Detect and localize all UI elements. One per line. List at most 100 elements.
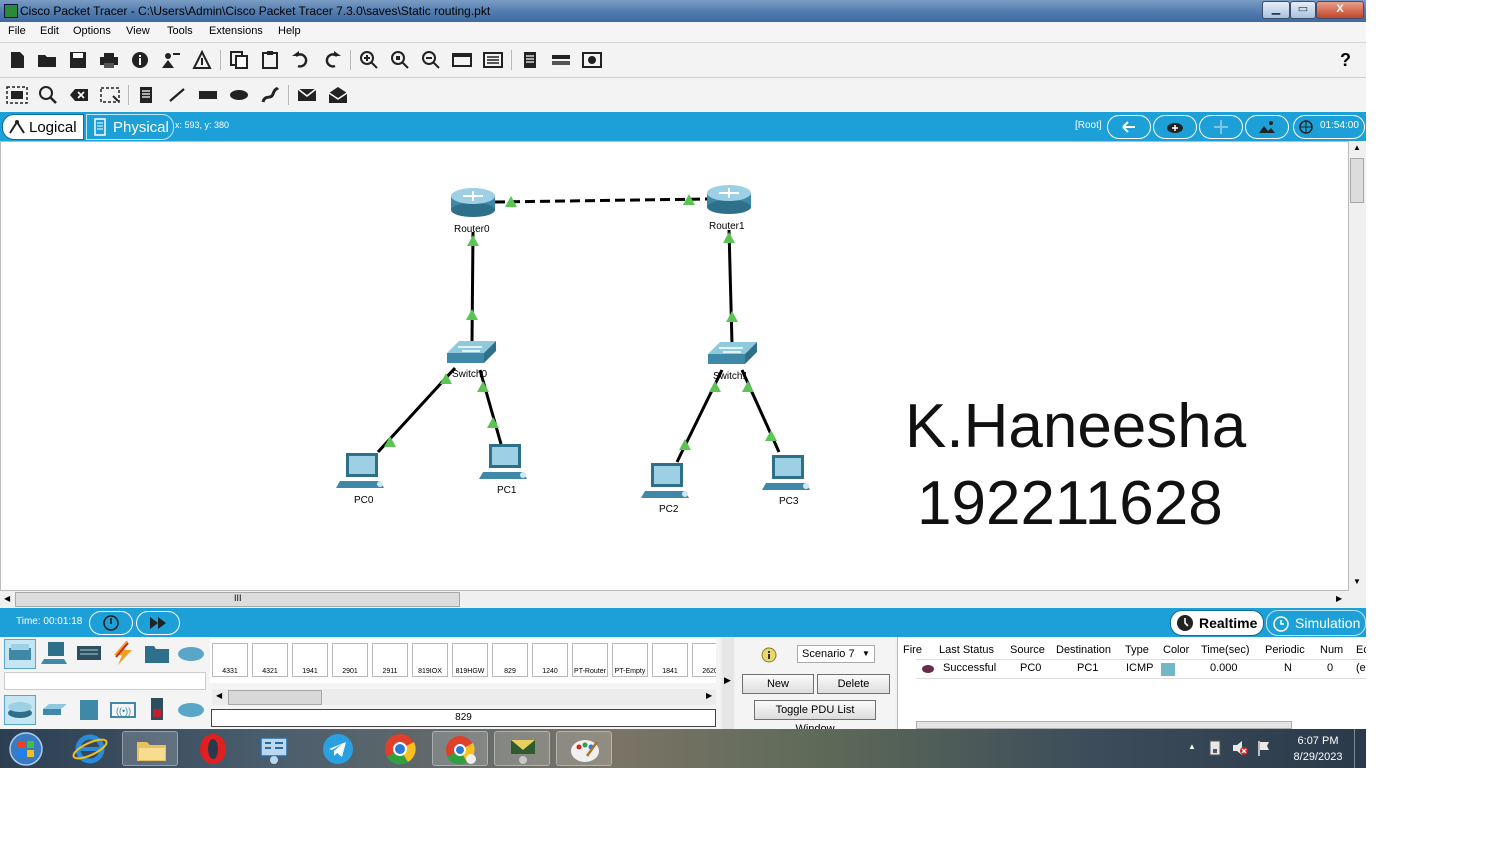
power-cycle-button[interactable] bbox=[89, 611, 133, 635]
column-header[interactable]: Time(sec) bbox=[1201, 644, 1250, 656]
model-pt-router[interactable]: PT-Router bbox=[572, 643, 608, 677]
show-hidden-icons-icon[interactable]: ▲ bbox=[1188, 742, 1196, 751]
network-devices-category[interactable] bbox=[4, 639, 36, 669]
security-subcategory[interactable] bbox=[142, 695, 174, 725]
save-icon[interactable] bbox=[67, 50, 89, 70]
column-header[interactable]: Fire bbox=[903, 644, 922, 656]
router-router-link[interactable] bbox=[494, 197, 709, 204]
close-button[interactable]: X bbox=[1316, 1, 1364, 19]
fire-pdu-icon[interactable] bbox=[921, 664, 935, 674]
show-desktop-button[interactable] bbox=[1354, 729, 1366, 768]
scroll-up-arrow-icon[interactable]: ▲ bbox=[1353, 143, 1361, 152]
routers-subcategory[interactable] bbox=[4, 695, 36, 725]
draw-ellipse-icon[interactable] bbox=[228, 85, 250, 105]
components-category[interactable] bbox=[74, 639, 106, 669]
model-scroll-left-icon[interactable]: ◀ bbox=[216, 691, 223, 700]
scenario-info-icon[interactable] bbox=[761, 647, 777, 663]
zoom-out-icon[interactable] bbox=[420, 50, 442, 70]
model-819iox[interactable]: 819IOX bbox=[412, 643, 448, 677]
taskbar-ie[interactable] bbox=[62, 731, 118, 766]
minimize-button[interactable]: ▁ bbox=[1262, 1, 1290, 19]
model-scroll-right-icon[interactable]: ▶ bbox=[706, 691, 713, 700]
freeform-icon[interactable] bbox=[259, 85, 281, 105]
menu-view[interactable]: View bbox=[126, 25, 150, 37]
taskbar-control-panel[interactable] bbox=[247, 731, 303, 766]
pc-icon[interactable] bbox=[641, 463, 689, 498]
column-header[interactable]: Destination bbox=[1056, 644, 1112, 656]
menu-extensions[interactable]: Extensions bbox=[209, 25, 263, 37]
menu-tools[interactable]: Tools bbox=[167, 25, 193, 37]
copy-icon[interactable] bbox=[228, 50, 250, 70]
column-header[interactable]: Ed bbox=[1356, 644, 1366, 656]
drawing-palette-icon[interactable] bbox=[451, 50, 473, 70]
router-icon[interactable] bbox=[707, 185, 751, 214]
device-list-icon[interactable] bbox=[550, 50, 572, 70]
miscellaneous-category[interactable] bbox=[142, 639, 174, 669]
model-pt-empty[interactable]: PT-Empty bbox=[612, 643, 648, 677]
back-button[interactable] bbox=[1107, 115, 1151, 139]
model-4321[interactable]: 4321 bbox=[252, 643, 288, 677]
simple-pdu-icon[interactable] bbox=[296, 85, 318, 105]
wan-emulation-subcategory[interactable] bbox=[176, 695, 208, 725]
redo-icon[interactable] bbox=[321, 50, 343, 70]
column-header[interactable]: Last Status bbox=[939, 644, 995, 656]
draw-rectangle-icon[interactable] bbox=[197, 85, 219, 105]
usb-device-icon[interactable] bbox=[1207, 739, 1223, 757]
set-background-button[interactable] bbox=[1245, 115, 1289, 139]
model-2901[interactable]: 2901 bbox=[332, 643, 368, 677]
column-header[interactable]: Source bbox=[1010, 644, 1045, 656]
column-header[interactable]: Color bbox=[1163, 644, 1190, 656]
taskbar-explorer[interactable] bbox=[122, 731, 178, 766]
model-1240[interactable]: 1240 bbox=[532, 643, 568, 677]
new-cluster-button[interactable] bbox=[1153, 115, 1197, 139]
complex-pdu-icon[interactable] bbox=[327, 85, 349, 105]
model-2911[interactable]: 2911 bbox=[372, 643, 408, 677]
column-header[interactable]: Periodic bbox=[1265, 644, 1305, 656]
model-1841[interactable]: 1841 bbox=[652, 643, 688, 677]
fast-forward-button[interactable] bbox=[136, 611, 180, 635]
logical-workspace[interactable] bbox=[0, 141, 1349, 591]
menu-help[interactable]: Help bbox=[278, 25, 301, 37]
model-list-scrollbar[interactable]: ◀ ▶ bbox=[212, 689, 716, 705]
router-icon[interactable] bbox=[451, 188, 495, 217]
draw-line-icon[interactable] bbox=[166, 85, 188, 105]
pdu-scroll-thumb[interactable] bbox=[916, 721, 1292, 729]
scroll-right-arrow-icon[interactable]: ▶ bbox=[1336, 594, 1343, 603]
pc-icon[interactable] bbox=[336, 453, 384, 488]
end-devices-category[interactable] bbox=[40, 639, 72, 669]
activity-wizard-icon[interactable] bbox=[160, 50, 182, 70]
switch0-pc1-link[interactable] bbox=[478, 369, 503, 445]
toggle-pdu-list-button[interactable]: Toggle PDU List Window bbox=[754, 700, 876, 735]
model-scroll-thumb[interactable] bbox=[228, 690, 322, 705]
custom-device-icon[interactable] bbox=[482, 50, 504, 70]
column-header[interactable]: Type bbox=[1125, 644, 1149, 656]
taskbar-telegram[interactable] bbox=[310, 731, 366, 766]
model-1941[interactable]: 1941 bbox=[292, 643, 328, 677]
model-4331[interactable]: 4331 bbox=[212, 643, 248, 677]
info-icon[interactable] bbox=[129, 50, 151, 70]
resize-shape-icon[interactable] bbox=[99, 85, 121, 105]
tab-physical[interactable]: Physical bbox=[86, 114, 174, 140]
pdu-edit[interactable]: (e bbox=[1356, 662, 1366, 674]
multiuser-category[interactable] bbox=[176, 639, 208, 669]
zoom-reset-icon[interactable] bbox=[389, 50, 411, 70]
expand-arrow-icon[interactable]: ▶ bbox=[724, 675, 731, 685]
model-819hgw[interactable]: 819HGW bbox=[452, 643, 488, 677]
viewport-clock-button[interactable] bbox=[1293, 115, 1365, 139]
help-button[interactable]: ? bbox=[1340, 50, 1351, 70]
paste-icon[interactable] bbox=[259, 50, 281, 70]
model-2620[interactable]: 2620 bbox=[692, 643, 716, 677]
connections-category[interactable] bbox=[108, 639, 140, 669]
switches-subcategory[interactable] bbox=[40, 695, 72, 725]
taskbar-chrome-profile[interactable] bbox=[432, 731, 488, 766]
router0-switch0-link[interactable] bbox=[470, 231, 475, 343]
menu-options[interactable]: Options bbox=[73, 25, 111, 37]
start-button[interactable] bbox=[0, 731, 52, 766]
print-icon[interactable] bbox=[98, 50, 120, 70]
pc-icon[interactable] bbox=[479, 444, 527, 479]
delete-icon[interactable] bbox=[68, 85, 90, 105]
taskbar-paint[interactable] bbox=[556, 731, 612, 766]
place-note-icon[interactable] bbox=[135, 85, 157, 105]
pc-icon[interactable] bbox=[762, 455, 810, 490]
taskbar-packet-tracer[interactable] bbox=[494, 731, 550, 766]
